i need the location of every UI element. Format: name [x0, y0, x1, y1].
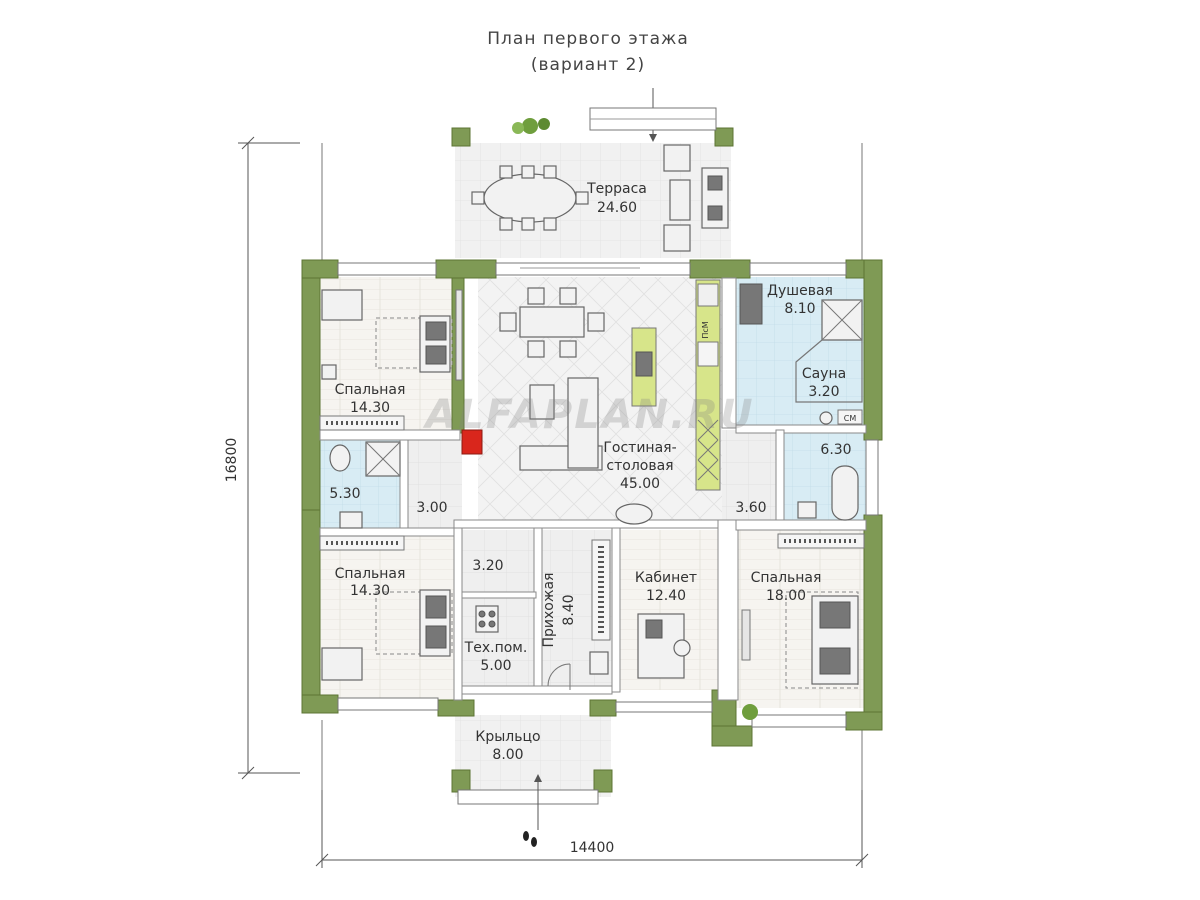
- porch-name: Крыльцо: [475, 729, 540, 745]
- porch-floor: [455, 715, 611, 797]
- plant-icon-br: [742, 704, 758, 720]
- bedroom-br-area: 18.00: [766, 588, 806, 604]
- arrow-head-icon: [649, 134, 657, 142]
- bed-br: [785, 591, 859, 689]
- bath-right-fixtures: СМ: [797, 409, 863, 521]
- dining-table: [499, 287, 605, 358]
- dimension-horizontal: 14400: [315, 790, 869, 868]
- office-name: Кабинет: [635, 570, 697, 586]
- tech-area: 5.00: [480, 658, 511, 674]
- office-desk: [615, 503, 691, 679]
- bed-tl: [321, 289, 453, 380]
- bedroom-tl-name: Спальная: [335, 382, 406, 398]
- entry-name: Прихожая: [541, 573, 557, 648]
- terrace-area: 24.60: [597, 200, 637, 216]
- interior-walls: [319, 277, 867, 701]
- sauna-area: 3.20: [808, 384, 839, 400]
- living-name-1: Гостиная-: [603, 440, 676, 456]
- bath-left-area: 5.30: [329, 486, 360, 502]
- wardrobe-br: [741, 609, 751, 661]
- sofa: [519, 377, 603, 471]
- arrow-head-icon: [534, 774, 542, 782]
- wardrobe-tl: [455, 289, 463, 381]
- hall-left-floor: [406, 440, 462, 530]
- hall-right-area: 3.60: [735, 500, 766, 516]
- hall-left-area: 3.00: [416, 500, 447, 516]
- tech-floor: [462, 530, 540, 690]
- watermark: ALFAPLAN.RU: [422, 392, 754, 438]
- kitchen-counter: ПсМ: [695, 279, 721, 491]
- terrace-name: Терраса: [586, 181, 647, 197]
- washer-label: СМ: [844, 414, 857, 423]
- bath-left-fixtures: [329, 441, 401, 529]
- windows: [337, 262, 879, 805]
- terrace-dining-set: [471, 165, 589, 231]
- closet-rail-br: [777, 533, 865, 549]
- dimension-vertical: 16800: [224, 136, 300, 780]
- fireplace-icon: [461, 429, 483, 455]
- bedroom-br-name: Спальная: [751, 570, 822, 586]
- living-area: 45.00: [620, 476, 660, 492]
- plant-icon: [512, 118, 550, 134]
- bath-right-area: 6.30: [820, 442, 851, 458]
- office-area: 12.40: [646, 588, 686, 604]
- porch-area: 8.00: [492, 747, 523, 763]
- closet-rail-bl: [319, 535, 405, 551]
- coat-rack: [589, 539, 611, 675]
- entry-area: 8.40: [561, 594, 577, 625]
- boiler-icon: [475, 605, 499, 633]
- closet-area: 3.20: [472, 558, 503, 574]
- shower-fixtures: [739, 283, 863, 341]
- dimension-height-label: 16800: [224, 438, 240, 483]
- sauna-name: Сауна: [802, 366, 846, 382]
- terrace-lounge-set: [663, 144, 729, 252]
- dimension-width-label: 14400: [570, 840, 615, 856]
- shower-area: 8.10: [784, 301, 815, 317]
- footprints-icon: [523, 831, 537, 847]
- bedroom-bl-name: Спальная: [335, 566, 406, 582]
- bed-bl: [321, 589, 453, 681]
- hall-right-floor: [722, 430, 780, 522]
- entry-door: [547, 663, 571, 690]
- sauna-cabin: [795, 339, 863, 403]
- closet-rail-tl: [319, 415, 405, 431]
- plan-subtitle: (вариант 2): [531, 55, 645, 75]
- dishwasher-label: ПсМ: [701, 321, 710, 338]
- plan-title: План первого этажа: [487, 29, 689, 49]
- living-name-2: столовая: [606, 458, 673, 474]
- bedroom-bl-area: 14.30: [350, 583, 390, 599]
- shower-name: Душевая: [767, 283, 833, 299]
- bedroom-tl-area: 14.30: [350, 400, 390, 416]
- kitchen-island: [631, 327, 657, 407]
- tech-name: Тех.пом.: [464, 640, 528, 656]
